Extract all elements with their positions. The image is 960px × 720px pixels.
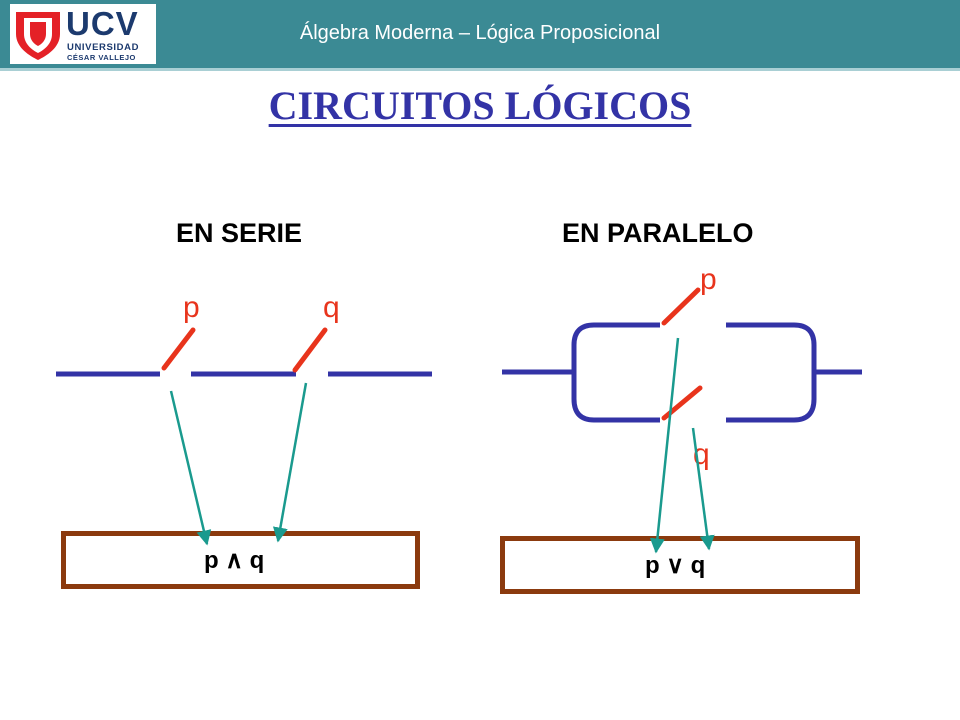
parallel-switch-p <box>661 287 701 326</box>
parallel-bracket-left <box>571 322 660 423</box>
header-divider <box>0 68 960 71</box>
logo-acronym: UCV <box>66 5 139 42</box>
series-arrow-p <box>169 390 212 546</box>
parallel-result-box: p ∨ q <box>500 536 860 594</box>
header-bar <box>0 0 960 68</box>
parallel-arrow-q <box>691 427 715 551</box>
series-label: EN SERIE <box>176 218 303 248</box>
course-title: Álgebra Moderna – Lógica Proposicional <box>299 22 661 44</box>
logo-line-universidad: UNIVERSIDAD <box>67 42 140 53</box>
series-expression: p ∧ q <box>204 547 265 574</box>
ucv-logo: UCV UNIVERSIDAD CÉSAR VALLEJO <box>10 4 156 64</box>
series-switch-q <box>292 327 328 373</box>
parallel-label: EN PARALELO <box>562 218 754 248</box>
logo-line-cesar-vallejo: CÉSAR VALLEJO <box>67 53 136 62</box>
series-arrow-q <box>272 382 308 543</box>
shield-icon <box>16 12 60 60</box>
parallel-arrow-p <box>649 337 680 554</box>
slide-title: CIRCUITOS LÓGICOS <box>0 82 960 130</box>
parallel-switch-p-label: p <box>700 263 717 296</box>
parallel-expression: p ∨ q <box>645 552 706 579</box>
slide-title-text: CIRCUITOS LÓGICOS <box>268 83 692 128</box>
series-result-box: p ∧ q <box>61 531 420 589</box>
series-switch-q-label: q <box>323 291 340 324</box>
series-switch-p <box>161 327 196 371</box>
series-switch-p-label: p <box>183 291 200 324</box>
parallel-bracket-right <box>726 322 817 423</box>
